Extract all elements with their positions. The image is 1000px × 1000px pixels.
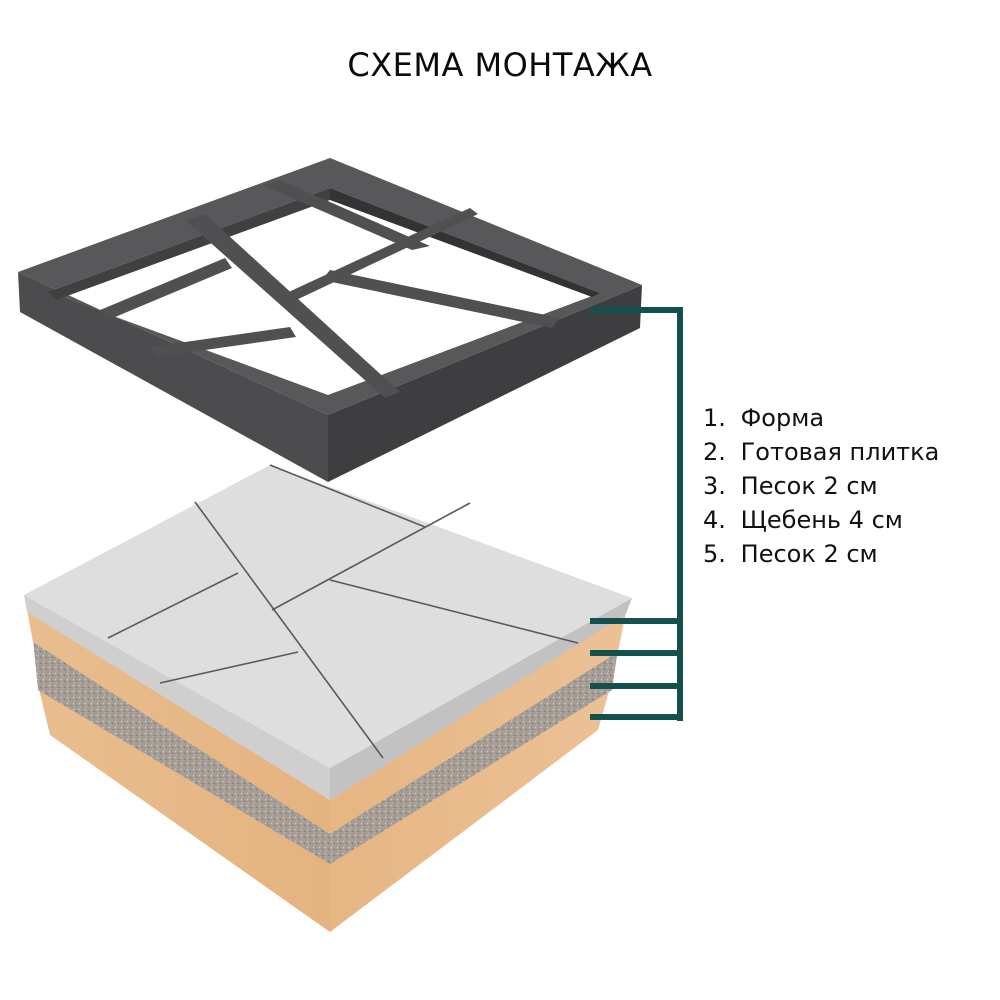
legend-bracket — [590, 307, 683, 721]
layer-sand-bottom-left — [38, 685, 330, 932]
layer-sand-top-left — [27, 610, 330, 834]
form-side-right — [328, 285, 642, 482]
tile-side-right — [330, 598, 632, 800]
legend-list: 1. Форма 2. Готовая плитка 3. Песок 2 см… — [703, 401, 939, 571]
legend-item-sand-top: 3. Песок 2 см — [703, 472, 878, 500]
tile-side-left — [24, 595, 330, 800]
legend-item-gravel: 4. Щебень 4 см — [703, 506, 903, 534]
form-inner-wall-far-left — [48, 188, 330, 300]
legend-item-sand-bottom: 5. Песок 2 см — [703, 540, 878, 568]
layer-sand-top-right — [330, 612, 626, 834]
paving-slab-stack — [24, 464, 632, 932]
form-side-left — [18, 272, 328, 482]
tile-joints — [107, 464, 579, 759]
legend-item-form: 1. Форма — [703, 404, 825, 432]
form-rim — [18, 158, 642, 415]
layer-sand-bottom-right — [330, 688, 610, 932]
paving-form — [18, 158, 642, 482]
diagram-title: СХЕМА МОНТАЖА — [347, 46, 653, 84]
layer-gravel-right — [330, 648, 618, 864]
legend-item-finished-tile: 2. Готовая плитка — [703, 438, 940, 466]
form-inner-wall-far-right — [330, 188, 600, 297]
layer-gravel-left — [33, 638, 330, 864]
tile-top-surface — [24, 465, 632, 768]
form-cross-bars — [100, 180, 560, 398]
